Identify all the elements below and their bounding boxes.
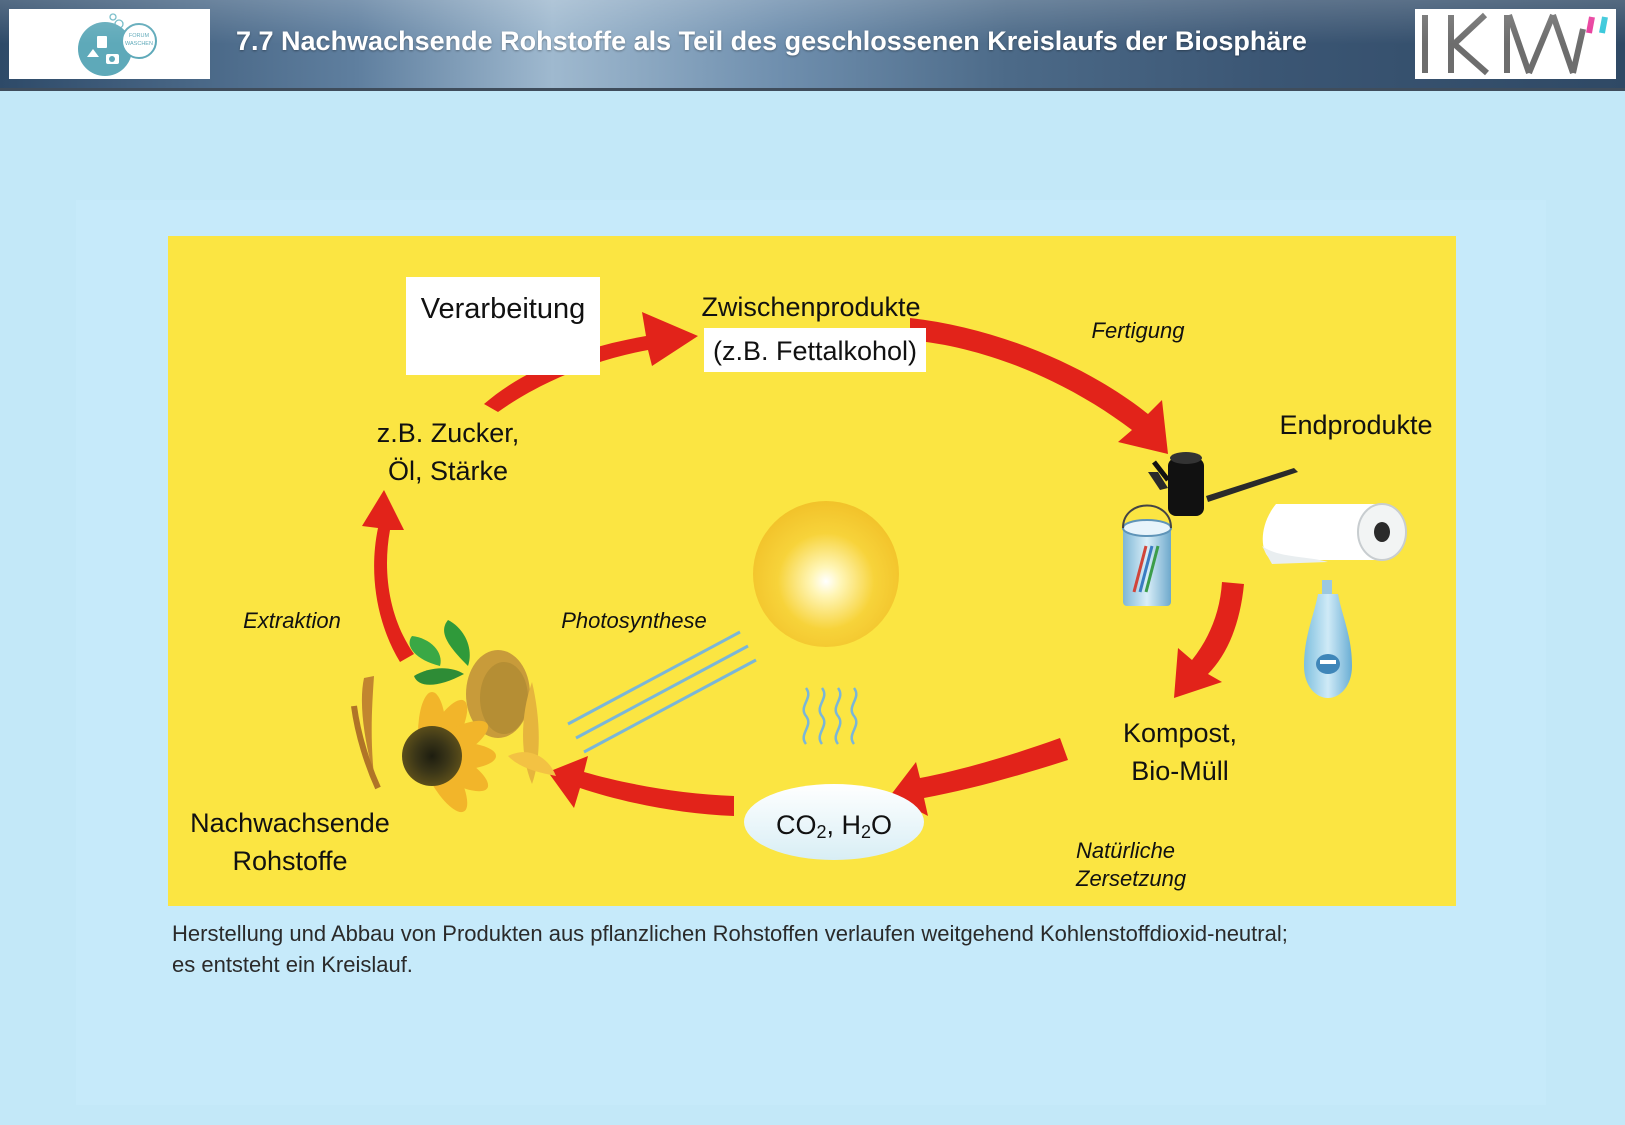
steam-lines xyxy=(802,687,858,745)
fettalkohol-label: (z.B. Fettalkohol) xyxy=(713,336,917,366)
fettalkohol-box xyxy=(704,328,926,372)
page-title: 7.7 Nachwachsende Rohstoffe als Teil des… xyxy=(236,26,1307,56)
caption-line1: Herstellung und Abbau von Produkten aus … xyxy=(172,921,1288,946)
photosynthese-label: Photosynthese xyxy=(561,608,707,633)
cycle-diagram-svg: Verarbeitung Zwischenprodukte (z.B. Fett… xyxy=(190,277,1433,891)
co2-sub2: 2 xyxy=(861,822,871,842)
arrow-fertigung xyxy=(910,318,1168,454)
nachwachsende-line1: Nachwachsende xyxy=(190,808,390,838)
zersetzung-line2: Zersetzung xyxy=(1075,866,1187,891)
co2-sub1: 2 xyxy=(816,822,826,842)
kompost-line1: Kompost, xyxy=(1123,718,1237,748)
forum-waschen-logo: FORUM WASCHEN xyxy=(9,9,210,79)
endprodukte-label: Endprodukte xyxy=(1279,410,1432,440)
co2-cloud xyxy=(744,784,924,860)
zersetzung-line1: Natürliche xyxy=(1076,838,1175,863)
svg-text:FORUM: FORUM xyxy=(129,33,150,39)
svg-text:WASCHEN: WASCHEN xyxy=(125,41,153,47)
verarbeitung-box xyxy=(406,277,600,375)
sun-illustration xyxy=(753,501,899,647)
biosphere-cycle-diagram: Verarbeitung Zwischenprodukte (z.B. Fett… xyxy=(168,236,1456,906)
nachwachsende-line2: Rohstoffe xyxy=(232,846,347,876)
fertigung-label: Fertigung xyxy=(1092,318,1186,343)
verarbeitung-label: Verarbeitung xyxy=(421,293,585,325)
arrow-to-rohstoffe xyxy=(548,756,734,816)
co2-part3: O xyxy=(871,810,892,840)
zwischenprodukte-label: Zwischenprodukte xyxy=(701,292,920,322)
cycle-arrows xyxy=(362,312,1244,816)
arrow-extraktion xyxy=(362,490,414,662)
co2-part2: , H xyxy=(826,810,861,840)
products-illustration xyxy=(1122,452,1407,698)
rohstoff-line1: z.B. Zucker, xyxy=(377,418,520,448)
co2-part1: CO xyxy=(776,810,817,840)
extraktion-label: Extraktion xyxy=(243,608,341,633)
diagram-caption: Herstellung und Abbau von Produkten aus … xyxy=(172,918,1472,980)
ikw-logo-icon xyxy=(1422,12,1608,76)
forum-waschen-logo-icon: FORUM WASCHEN xyxy=(78,13,157,76)
arrow-to-co2 xyxy=(890,738,1068,816)
sun-rays xyxy=(567,630,757,754)
co2-h2o-label: CO2, H2O xyxy=(776,810,892,842)
rohstoff-line2: Öl, Stärke xyxy=(388,456,508,486)
caption-line2: es entsteht ein Kreislauf. xyxy=(172,952,413,977)
kompost-line2: Bio-Müll xyxy=(1131,756,1229,786)
arrow-zersetzung xyxy=(1174,582,1244,698)
plants-illustration xyxy=(351,620,556,813)
header-bar: FORUM WASCHEN 7.7 Nachwachsende Rohstoff… xyxy=(0,0,1625,91)
ikw-logo xyxy=(1415,9,1616,79)
